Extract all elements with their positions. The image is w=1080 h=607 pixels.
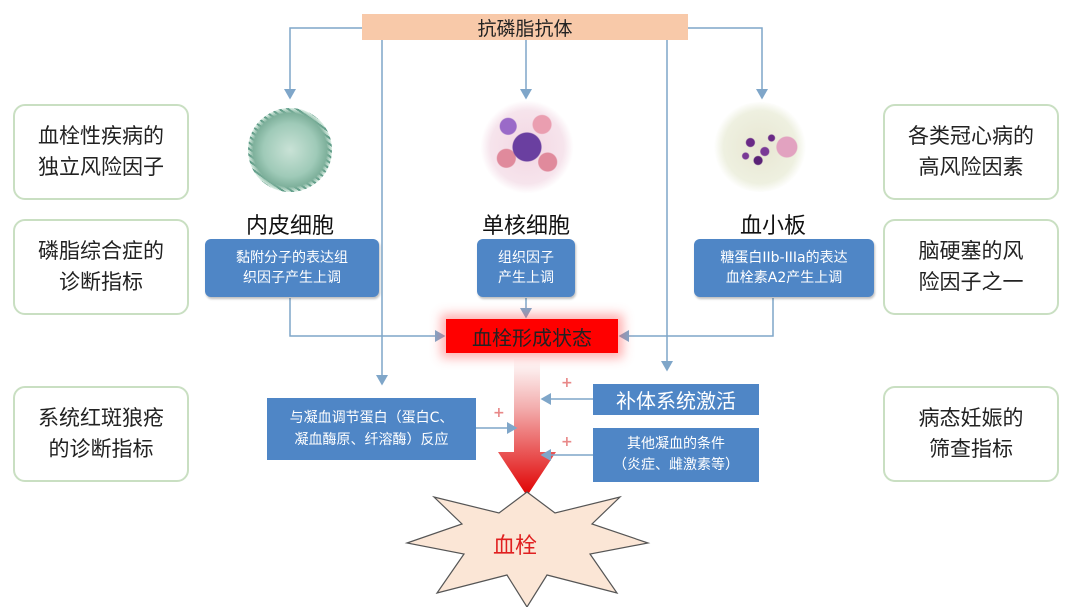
coagulation-protein-box: 与凝血调节蛋白（蛋白C、 凝血酶原、纤溶酶）反应 xyxy=(267,398,476,460)
left-box-thrombosis-risk: 血栓性疾病的 独立风险因子 xyxy=(13,104,189,200)
endothelial-to-state-line xyxy=(289,298,446,342)
cell-to-state-connectors xyxy=(289,298,774,342)
right-box-cerebral-infarction-risk: 脑硬塞的风 险因子之一 xyxy=(883,219,1059,315)
plus-sign-other: + xyxy=(561,434,573,450)
plus-sign-complement: + xyxy=(561,375,573,391)
monocyte-cell-icon xyxy=(480,100,574,194)
right-box-pregnancy-screening: 病态妊娠的 筛查指标 xyxy=(883,386,1059,482)
left-box-sle-diagnosis: 系统红斑狼疮 的诊断指标 xyxy=(13,386,189,482)
platelet-desc-box: 糖蛋白IIb-IIIa的表达 血栓素A2产生上调 xyxy=(694,239,874,297)
endothelial-cell-icon xyxy=(248,108,332,192)
title-connectors xyxy=(284,27,768,386)
platelet-cell-icon xyxy=(712,102,808,192)
monocyte-label: 单核细胞 xyxy=(481,214,570,239)
other-coag-conditions-box: 其他凝血的条件 （炎症、雌激素等） xyxy=(593,428,759,482)
thrombus-label: 血栓 xyxy=(492,534,537,559)
title-to-endothelial-line xyxy=(284,27,362,100)
title-to-platelet-line xyxy=(688,27,768,100)
plus-sign-coagulation: + xyxy=(493,405,505,421)
endothelial-label: 内皮细胞 xyxy=(245,214,334,239)
endothelial-desc-box: 黏附分子的表达组 织因子产生上调 xyxy=(205,239,379,297)
thrombus-star-shape xyxy=(404,491,651,607)
factor-connectors xyxy=(476,393,593,461)
monocyte-desc-box: 组织因子 产生上调 xyxy=(477,239,575,297)
big-down-arrow xyxy=(498,358,556,496)
left-box-aps-diagnosis: 磷脂综合症的 诊断指标 xyxy=(13,219,189,315)
complement-activation-box: 补体系统激活 xyxy=(593,384,759,415)
thrombosis-state-box: 血栓形成状态 xyxy=(446,319,618,353)
right-box-chd-risk: 各类冠心病的 高风险因素 xyxy=(883,104,1059,200)
page-title: 抗磷脂抗体 xyxy=(362,14,688,40)
platelet-to-state-line xyxy=(618,298,774,342)
platelet-label: 血小板 xyxy=(739,214,806,239)
